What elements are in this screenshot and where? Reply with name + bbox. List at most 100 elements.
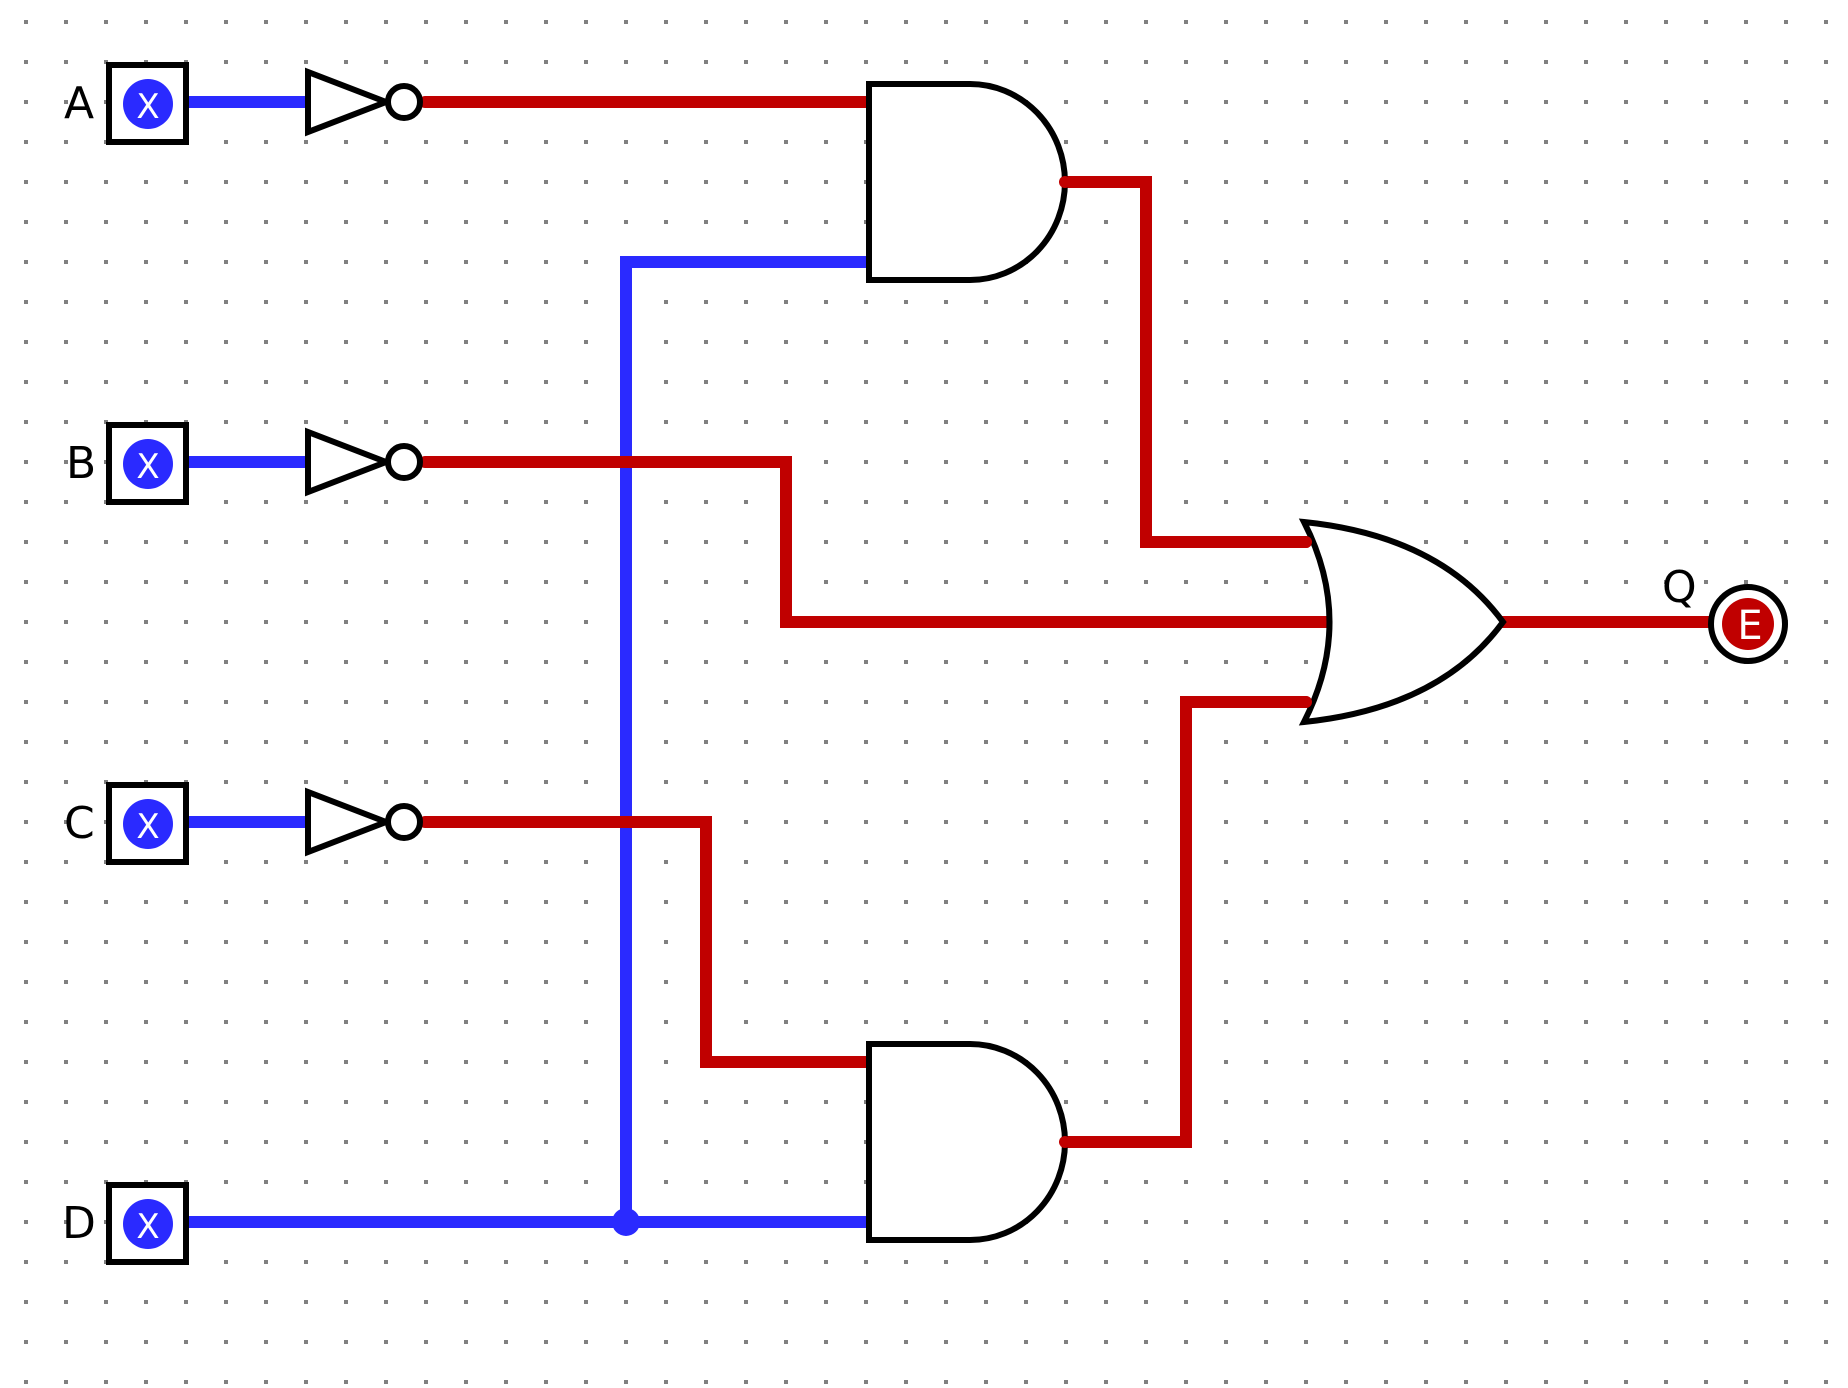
grid-dot: [1304, 1100, 1308, 1104]
grid-dot: [224, 700, 228, 704]
grid-dot: [1624, 1140, 1628, 1144]
wire-not-c-to-and-bottom[interactable]: [425, 816, 866, 1068]
grid-dot: [24, 420, 28, 424]
grid-dot: [64, 660, 68, 664]
and-gate-bottom[interactable]: [866, 1041, 1071, 1243]
grid-dot: [1064, 1020, 1068, 1024]
input-switch-d[interactable]: D X: [62, 1182, 189, 1265]
wire-and-top-to-or[interactable]: [1065, 176, 1306, 548]
grid-dot: [1824, 580, 1828, 584]
and-gate-top[interactable]: [866, 81, 1071, 283]
grid-dot: [664, 540, 668, 544]
grid-dot: [864, 660, 868, 664]
wire-not-b-to-or[interactable]: [425, 456, 1328, 628]
grid-dot: [1824, 700, 1828, 704]
grid-dot: [1264, 1260, 1268, 1264]
grid-dot: [1704, 1060, 1708, 1064]
grid-dot: [1144, 980, 1148, 984]
grid-dot: [1224, 20, 1228, 24]
grid-dot: [664, 780, 668, 784]
wire-d-to-and-top[interactable]: [620, 256, 866, 1222]
grid-dot: [24, 500, 28, 504]
grid-dot: [1264, 180, 1268, 184]
input-state-circle[interactable]: [123, 439, 173, 489]
grid-dot: [624, 1340, 628, 1344]
grid-dot: [1224, 860, 1228, 864]
grid-dot: [1344, 1140, 1348, 1144]
input-state-circle[interactable]: [123, 799, 173, 849]
not-gate-triangle: [305, 787, 395, 857]
not-gate-c[interactable]: [305, 787, 423, 857]
grid-dot: [584, 500, 588, 504]
not-gate-a[interactable]: [305, 67, 423, 137]
grid-dot: [1744, 1260, 1748, 1264]
grid-dot: [424, 20, 428, 24]
grid-dot: [264, 300, 268, 304]
grid-dot: [544, 900, 548, 904]
grid-dot: [1104, 500, 1108, 504]
grid-dot: [1064, 1380, 1068, 1384]
grid-dot: [104, 580, 108, 584]
grid-dot: [704, 540, 708, 544]
grid-dot: [1384, 1100, 1388, 1104]
grid-dot: [424, 1380, 428, 1384]
grid-dot: [784, 300, 788, 304]
grid-dot: [1544, 700, 1548, 704]
not-gate-b[interactable]: [305, 427, 423, 497]
grid-dot: [424, 500, 428, 504]
grid-dot: [344, 260, 348, 264]
grid-dot: [1064, 340, 1068, 344]
output-q[interactable]: Q E: [1662, 562, 1788, 664]
grid-dot: [1384, 740, 1388, 744]
grid-dot: [304, 500, 308, 504]
grid-dot: [824, 180, 828, 184]
grid-dot: [824, 300, 828, 304]
grid-dot: [1824, 1100, 1828, 1104]
grid-dot: [1144, 580, 1148, 584]
grid-dot: [464, 1300, 468, 1304]
grid-dot: [664, 140, 668, 144]
grid-dot: [1064, 740, 1068, 744]
input-switch-c[interactable]: C X: [64, 782, 189, 865]
grid-dot: [1704, 580, 1708, 584]
wire-and-bottom-to-or[interactable]: [1065, 696, 1306, 1148]
grid-dot: [24, 1340, 28, 1344]
grid-dot: [1784, 580, 1788, 584]
grid-dot: [1744, 1340, 1748, 1344]
grid-dot: [424, 900, 428, 904]
grid-dot: [1064, 1300, 1068, 1304]
input-switch-b[interactable]: B X: [66, 422, 189, 505]
grid-dot: [1264, 140, 1268, 144]
grid-dot: [664, 1340, 668, 1344]
grid-dot: [464, 20, 468, 24]
grid-dot: [1744, 60, 1748, 64]
grid-dot: [664, 420, 668, 424]
input-switch-a[interactable]: A X: [64, 62, 189, 145]
grid-dot: [1464, 460, 1468, 464]
grid-dot: [1464, 1340, 1468, 1344]
grid-dot: [224, 1060, 228, 1064]
grid-dot: [144, 300, 148, 304]
grid-dot: [984, 420, 988, 424]
grid-dot: [704, 740, 708, 744]
or-gate[interactable]: [1298, 518, 1507, 726]
grid-dot: [1544, 180, 1548, 184]
grid-dot: [64, 1340, 68, 1344]
input-state-circle[interactable]: [123, 79, 173, 129]
grid-dot: [1704, 1180, 1708, 1184]
grid-dot: [1544, 820, 1548, 824]
grid-dot: [1784, 380, 1788, 384]
input-state-circle[interactable]: [123, 1199, 173, 1249]
grid-dot: [464, 540, 468, 544]
grid-dot: [1704, 1340, 1708, 1344]
grid-dot: [24, 20, 28, 24]
grid-dot: [1504, 20, 1508, 24]
grid-dot: [1304, 1180, 1308, 1184]
grid-dot: [24, 660, 28, 664]
grid-dot: [1704, 220, 1708, 224]
grid-dot: [544, 540, 548, 544]
grid-dot: [64, 220, 68, 224]
grid-dot: [264, 1300, 268, 1304]
grid-dot: [1824, 740, 1828, 744]
